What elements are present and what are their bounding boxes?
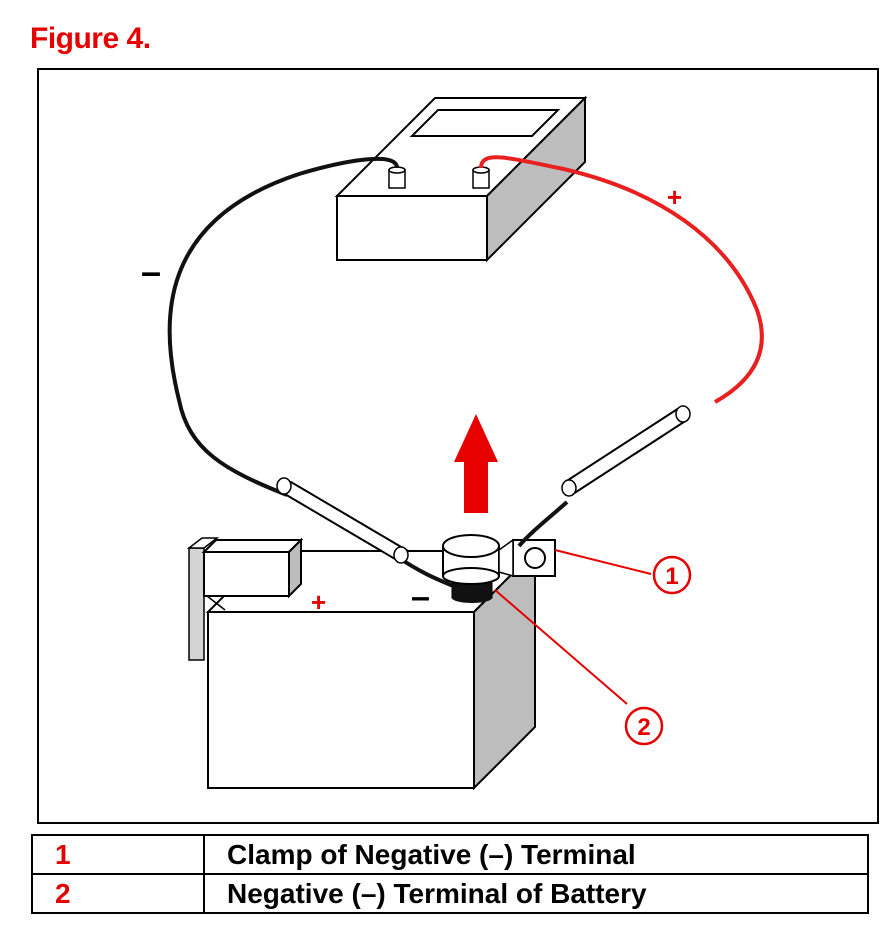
legend-description: Negative (–) Terminal of Battery <box>203 873 869 914</box>
callout-2-number: 2 <box>637 714 650 741</box>
multimeter-minus-sign: – <box>141 251 161 292</box>
negative-test-lead <box>167 156 399 497</box>
multimeter-plus-sign: + <box>667 182 682 212</box>
figure-title: Figure 4. <box>30 22 151 55</box>
diagram-frame: – + + – 1 2 <box>37 68 879 824</box>
battery-minus-sign: – <box>411 578 430 616</box>
multimeter-positive-jack <box>472 166 490 189</box>
battery-disconnect-diagram: – + + – 1 2 <box>141 95 764 791</box>
negative-terminal-clamp <box>442 534 556 585</box>
callout-1-leader <box>554 549 652 575</box>
battery-front <box>207 611 475 789</box>
callout-1-number: 1 <box>665 563 678 590</box>
callout-1: 1 <box>652 555 692 595</box>
legend-number: 1 <box>31 834 205 875</box>
lift-direction-arrow <box>454 414 498 513</box>
legend-number: 2 <box>31 873 205 914</box>
callout-2-leader <box>494 589 628 705</box>
legend-description: Clamp of Negative (–) Terminal <box>203 834 869 875</box>
battery-bracket <box>188 547 205 661</box>
positive-terminal-cover <box>201 537 304 611</box>
multimeter <box>334 95 588 263</box>
positive-probe <box>561 405 691 497</box>
legend-table: 1 Clamp of Negative (–) Terminal 2 Negat… <box>31 834 869 914</box>
battery-plus-sign: + <box>311 587 326 617</box>
multimeter-negative-jack <box>388 166 406 189</box>
multimeter-front <box>336 195 488 261</box>
negative-probe <box>276 477 410 564</box>
positive-test-lead <box>479 155 764 404</box>
legend-row: 2 Negative (–) Terminal of Battery <box>31 873 869 914</box>
multimeter-display <box>409 109 561 137</box>
callout-2: 2 <box>624 706 664 746</box>
legend-row: 1 Clamp of Negative (–) Terminal <box>31 834 869 875</box>
